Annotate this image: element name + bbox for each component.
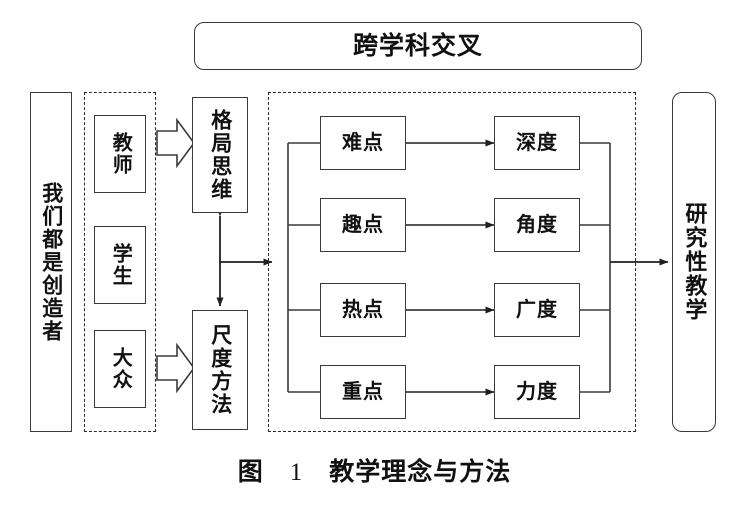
approach-label-pattern-thinking: 格局思维	[208, 109, 232, 201]
actor-box-student: 学生	[94, 226, 146, 304]
caption-title: 教学理念与方法	[329, 459, 512, 486]
content-target-box-3: 广度	[494, 283, 580, 337]
content-source-label-1: 难点	[342, 131, 384, 154]
content-source-box-2: 趣点	[320, 198, 406, 252]
content-source-label-2: 趣点	[342, 213, 384, 236]
actor-box-teacher: 教师	[94, 115, 146, 193]
content-target-label-3: 广度	[516, 298, 558, 321]
content-target-label-1: 深度	[516, 131, 558, 154]
content-source-box-3: 热点	[320, 283, 406, 337]
content-target-label-2: 角度	[516, 213, 558, 236]
content-target-box-4: 力度	[494, 365, 580, 419]
block-arrow-to-chidu	[156, 342, 195, 394]
right-pillar-label: 研究性教学	[682, 202, 708, 322]
content-source-box-4: 重点	[320, 365, 406, 419]
actor-label-teacher: 教师	[109, 132, 132, 176]
right-pillar-research-teaching: 研究性教学	[672, 92, 716, 432]
top-banner-label: 跨学科交叉	[352, 32, 483, 60]
content-dashed-group	[268, 92, 636, 432]
left-pillar-we-are-all-creators: 我们都是创造者	[30, 92, 72, 432]
left-pillar-label: 我们都是创造者	[39, 181, 63, 343]
content-target-label-4: 力度	[516, 380, 558, 403]
content-source-label-4: 重点	[342, 380, 384, 403]
caption-prefix: 图	[237, 459, 264, 486]
content-right-bus	[580, 142, 611, 393]
caption-number: 1	[289, 459, 304, 486]
actor-box-public: 大众	[94, 330, 146, 408]
approach-label-scale-method: 尺度方法	[208, 324, 232, 416]
approach-box-pattern-thinking: 格局思维	[192, 97, 248, 213]
content-left-bus	[287, 142, 320, 393]
top-banner-interdisciplinary: 跨学科交叉	[194, 22, 642, 70]
content-target-box-1: 深度	[494, 116, 580, 170]
approach-box-scale-method: 尺度方法	[192, 310, 248, 430]
actors-dashed-group	[84, 92, 156, 432]
content-target-box-2: 角度	[494, 198, 580, 252]
content-source-label-3: 热点	[342, 298, 384, 321]
actor-label-student: 学生	[109, 243, 132, 287]
content-source-box-1: 难点	[320, 116, 406, 170]
block-arrow-to-geju	[156, 117, 195, 169]
actor-label-public: 大众	[109, 347, 132, 391]
